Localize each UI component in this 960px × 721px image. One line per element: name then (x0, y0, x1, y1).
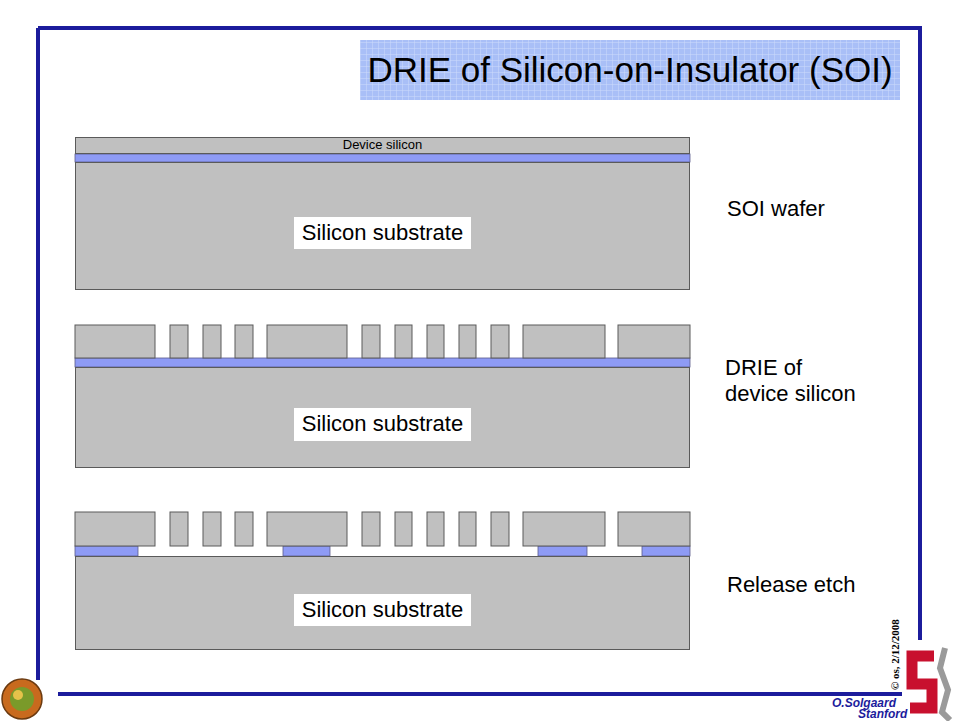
device-pillar (523, 512, 605, 546)
frame-line (36, 28, 40, 680)
device-pillar (235, 512, 253, 546)
device-pillar (459, 325, 476, 358)
slide-title: DRIE of Silicon-on-Insulator (SOI) (360, 40, 900, 100)
device-pillar (362, 512, 380, 546)
oxide-anchor (283, 546, 330, 556)
device-layer: Device silicon (75, 137, 690, 154)
device-pillar (427, 512, 444, 546)
substrate-block: Silicon substrate (75, 367, 690, 468)
device-pillar (523, 325, 605, 358)
left-logo (2, 679, 42, 719)
oxide-anchor (642, 546, 690, 556)
oxide-anchors (75, 546, 690, 556)
oxide-anchor (75, 546, 138, 556)
logo-disc (2, 679, 42, 719)
layer-label: Silicon substrate (294, 594, 471, 626)
device-pillar (170, 325, 188, 358)
slide-frame (38, 28, 920, 694)
device-pillar (395, 325, 412, 358)
oxide-layer (75, 358, 690, 367)
title-backdrop (360, 40, 900, 100)
substrate-block: Silicon substrate (75, 556, 690, 650)
copyright-note: © os, 2/12/2008 (889, 619, 902, 690)
device-pillar (618, 325, 690, 358)
logo-core (10, 687, 34, 711)
step-label: Release etch (727, 572, 897, 598)
device-pillar (267, 512, 347, 546)
device-pillar (170, 512, 188, 546)
layer-label: Device silicon (343, 138, 422, 152)
layer-label: Silicon substrate (294, 217, 471, 249)
device-pillar (459, 512, 476, 546)
frame-line (38, 28, 920, 640)
device-pillar (362, 325, 380, 358)
layer-label: Silicon substrate (294, 408, 471, 440)
device-pillar (491, 512, 509, 546)
device-pillar (618, 512, 690, 546)
device-pillars (75, 512, 690, 546)
device-pillar (203, 512, 221, 546)
device-pillar (75, 325, 155, 358)
logo-s (910, 656, 934, 708)
oxide-layer (75, 154, 690, 162)
logo-tree (940, 648, 950, 720)
logo-dot (13, 690, 23, 700)
device-pillars (75, 325, 690, 358)
device-pillar (203, 325, 221, 358)
frame-line (58, 692, 902, 696)
stanford-logo (910, 648, 950, 720)
device-pillar (491, 325, 509, 358)
device-pillar (395, 512, 412, 546)
institution-name: Stanford (858, 708, 907, 720)
step-label: DRIE of device silicon (725, 355, 863, 408)
device-pillar (75, 512, 155, 546)
device-pillar (235, 325, 253, 358)
device-pillar (427, 325, 444, 358)
step-label: SOI wafer (727, 196, 897, 222)
substrate-block: Silicon substrate (75, 162, 690, 290)
oxide-anchor (538, 546, 587, 556)
device-pillar (267, 325, 347, 358)
